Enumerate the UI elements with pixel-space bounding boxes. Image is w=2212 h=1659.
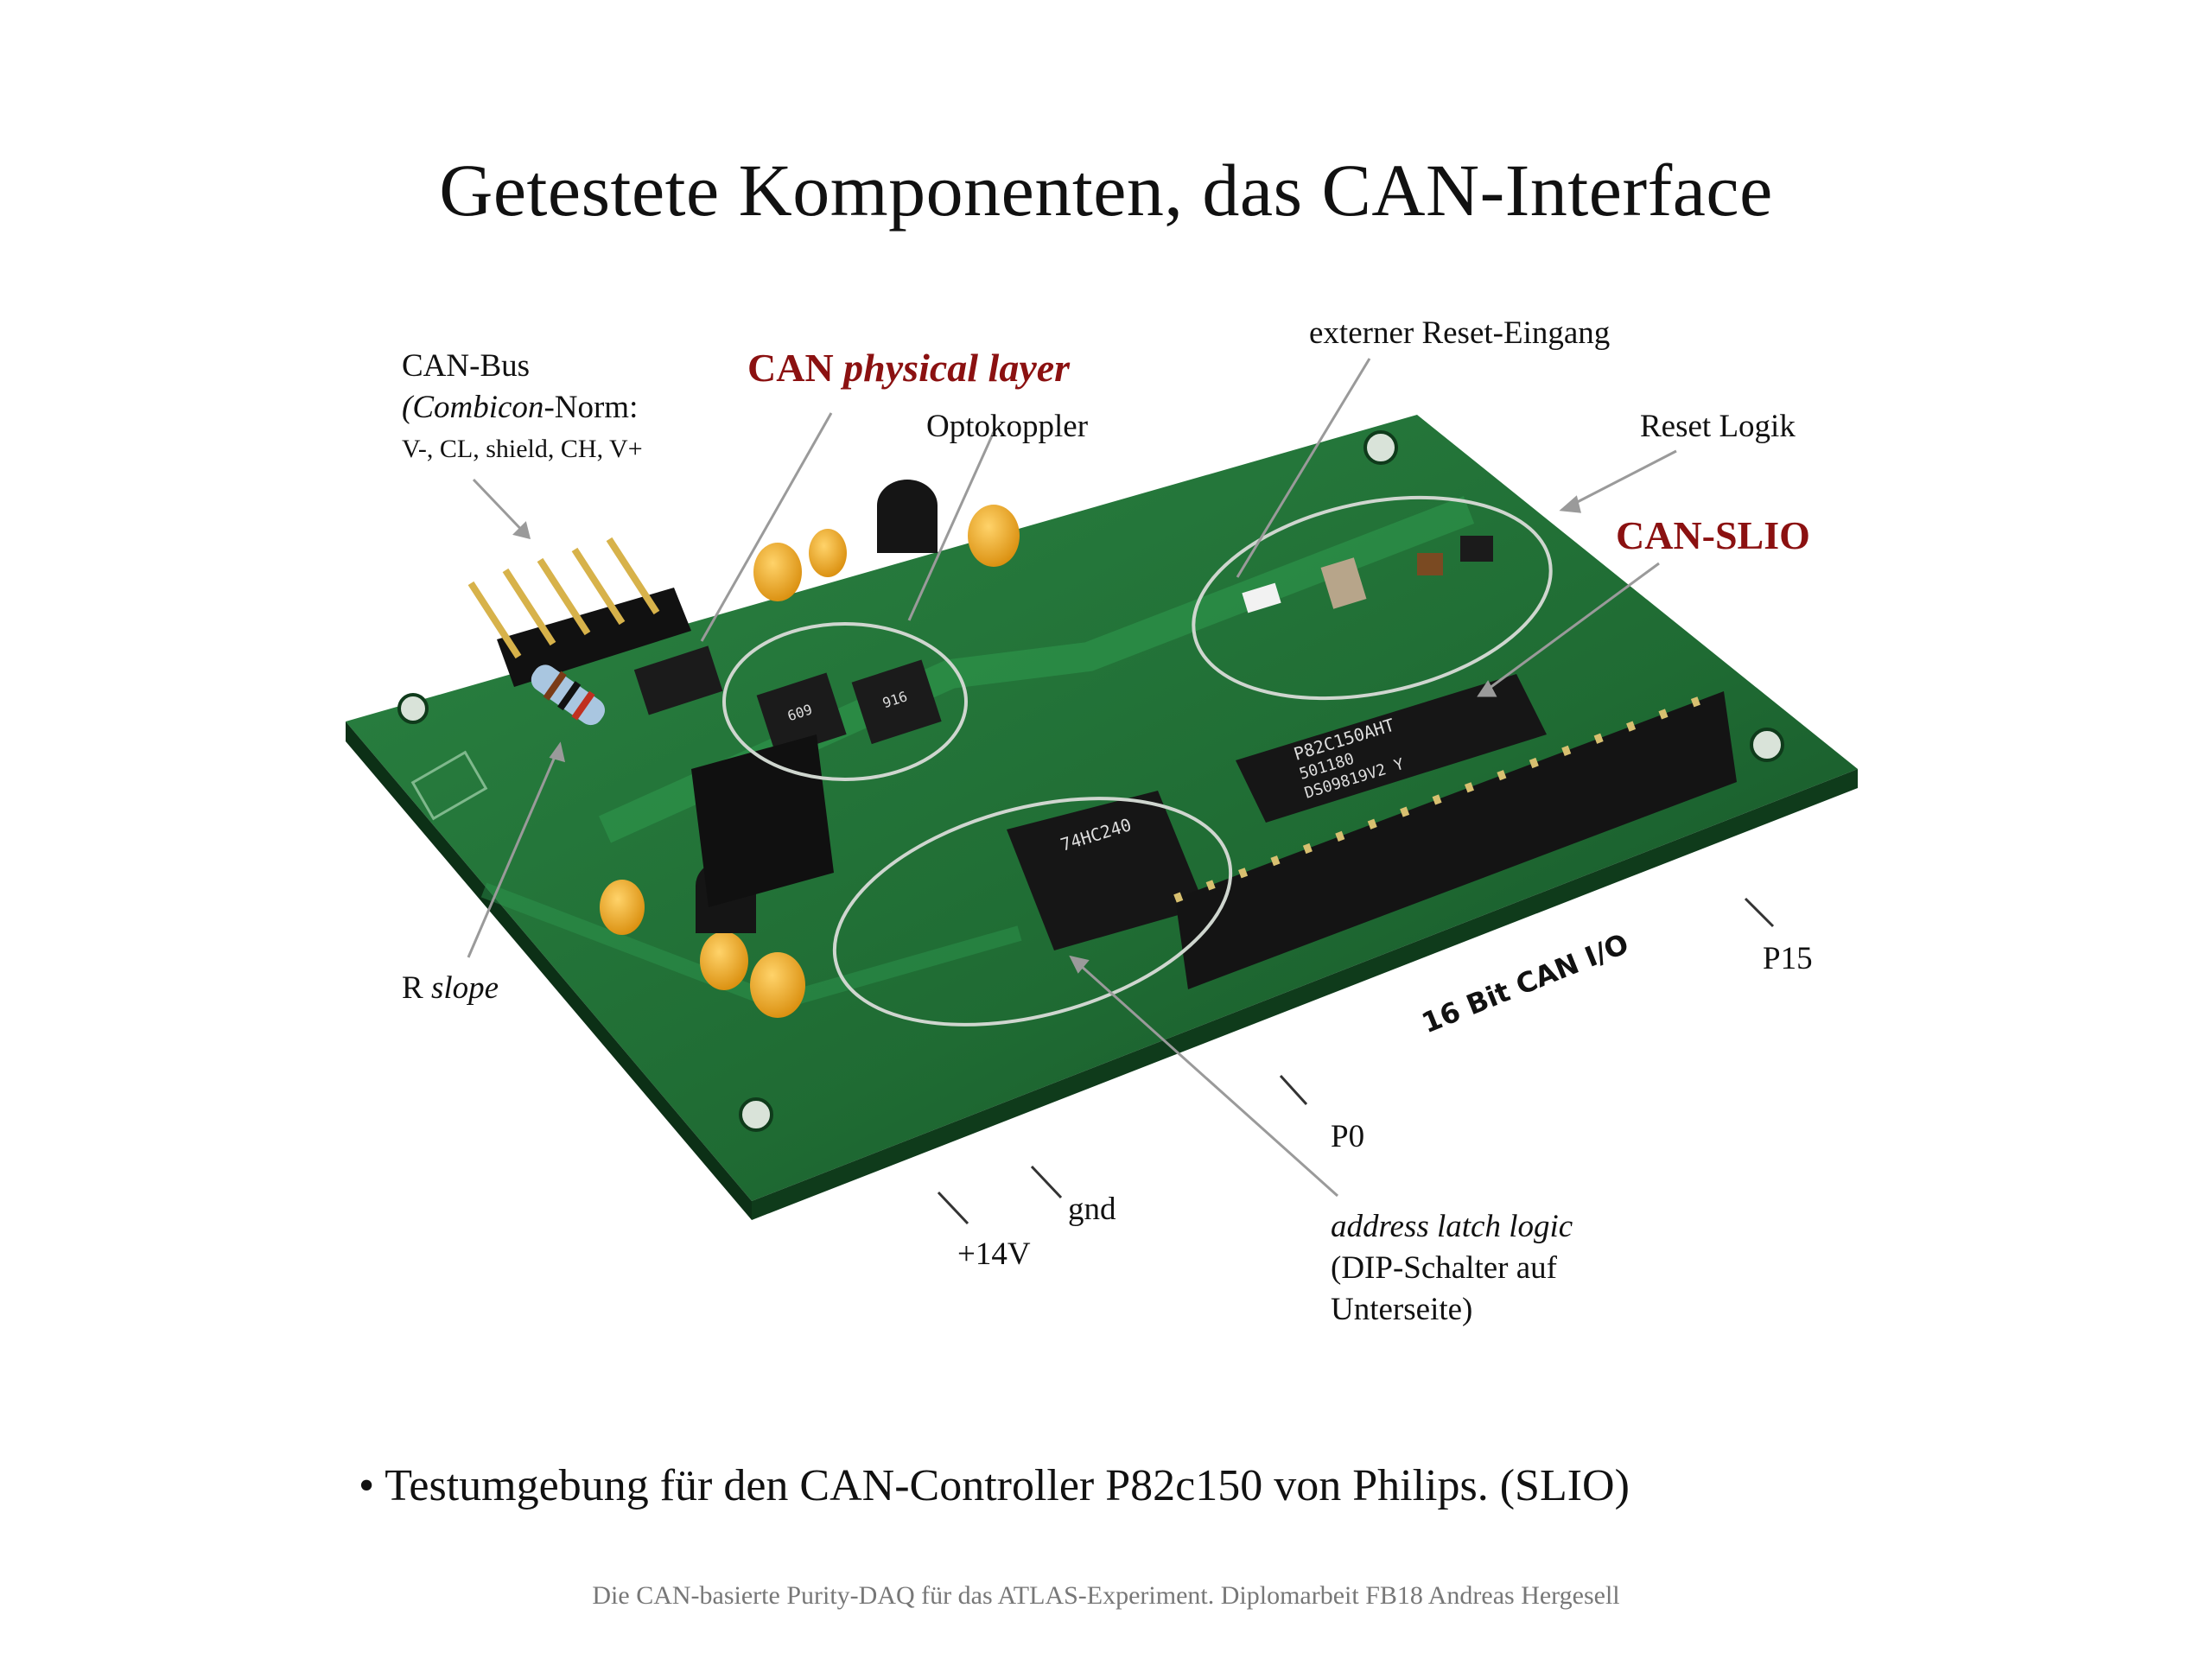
label-address-latch: address latch logic (DIP-Schalter auf Un… <box>1331 1206 1573 1331</box>
resistor-r-slope <box>531 664 605 726</box>
label-14v: +14V <box>957 1236 1031 1272</box>
label-gnd: gnd <box>1068 1192 1116 1227</box>
label-can-bus-pins: V-, CL, shield, CH, V+ <box>402 435 643 463</box>
ellipse-reset-logic <box>1192 495 1553 701</box>
footer-text: Die CAN-basierte Purity-DAQ für das ATLA… <box>592 1581 1620 1610</box>
label-physical-can: CAN <box>747 346 844 390</box>
optocouplers: 609 916 <box>756 659 942 758</box>
label-r-slope: R slope <box>402 968 499 1009</box>
label-can-bus-line1: CAN-Bus <box>402 348 531 384</box>
io-pin-header <box>1173 687 1737 989</box>
transceiver-chip <box>633 645 723 715</box>
annotation-ellipses <box>722 495 1553 1027</box>
ellipse-address-latch <box>832 797 1233 1027</box>
slide-title: Getestete Komponenten, das CAN-Interface <box>439 149 1773 232</box>
label-reset-logic: Reset Logik <box>1640 409 1796 444</box>
label-reset-input: externer Reset-Eingang <box>1309 315 1611 351</box>
label-address-latch-line3: Unterseite) <box>1331 1292 1473 1327</box>
label-can-slio: CAN-SLIO <box>1616 513 1810 557</box>
label-combicon: (Combicon <box>402 390 544 425</box>
address-latch-chip: 74HC240 <box>1007 791 1205 950</box>
label-optokoppler: Optokoppler <box>926 409 1089 444</box>
label-p15: P15 <box>1763 941 1813 976</box>
capacitors <box>600 505 1020 1018</box>
label-can-bus: CAN-Bus (Combicon-Norm: V-, CL, shield, … <box>402 346 643 470</box>
label-norm: -Norm: <box>543 390 639 425</box>
can-bus-connector <box>467 537 691 687</box>
reset-logic-parts <box>1242 536 1493 613</box>
label-address-latch-line2: (DIP-Schalter auf <box>1331 1250 1557 1286</box>
bullet-text: • Testumgebung für den CAN-Controller P8… <box>359 1461 1630 1510</box>
ellipse-physical-layer <box>722 622 968 781</box>
label-p0: P0 <box>1331 1119 1365 1154</box>
label-physical-italic: physical layer <box>843 346 1071 390</box>
label-slope: slope <box>430 970 499 1006</box>
pointer-lines <box>467 358 1775 1225</box>
label-can-bus-line2: (Combicon-Norm: <box>402 387 643 429</box>
label-physical-layer: CAN physical layer <box>747 347 1070 389</box>
label-address-latch-title: address latch logic <box>1331 1209 1573 1244</box>
label-r: R <box>402 970 431 1006</box>
ic-socket <box>691 734 834 907</box>
